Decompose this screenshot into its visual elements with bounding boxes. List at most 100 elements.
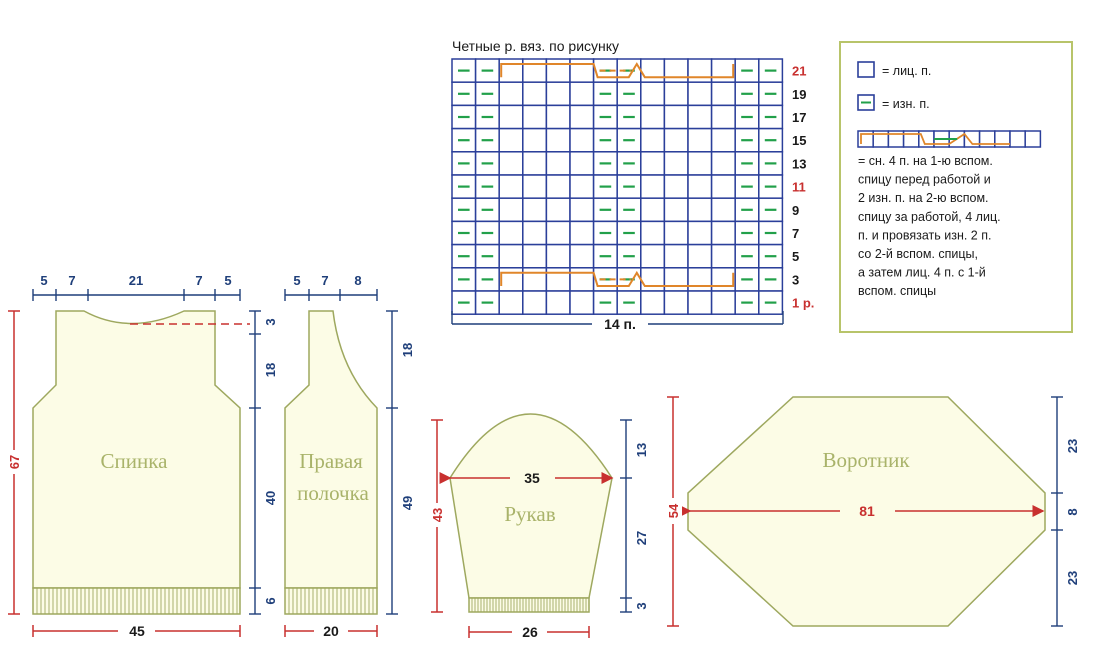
chart-cell (640, 243, 666, 269)
chart-cell (663, 58, 689, 83)
chart-cell (569, 81, 595, 107)
back-dim-right-2: 18 (263, 363, 278, 377)
chart-row-number: 17 (792, 110, 806, 125)
front-label-line1: Правая (299, 449, 363, 473)
sleeve-height-label: 43 (430, 508, 445, 522)
chart-cell (522, 58, 548, 83)
sleeve-width-dimension: 26 (468, 624, 590, 640)
chart-cell (663, 220, 689, 246)
chart-cell (687, 127, 713, 153)
chart-row-number: 5 (792, 249, 799, 264)
chart-cell (522, 290, 548, 315)
chart-cell (710, 243, 736, 269)
chart-cell (710, 267, 736, 292)
front-top-dimensions: 5 7 8 (284, 273, 378, 301)
chart-cell (569, 127, 595, 153)
sleeve-height-dimension: 43 (428, 419, 446, 613)
back-dim-top-5: 5 (224, 273, 231, 288)
legend-cable-description: = сн. 4 п. на 1-ю вспом.спицу перед рабо… (858, 154, 1001, 298)
collar-label: Воротник (822, 448, 910, 472)
chart-cell (498, 243, 524, 269)
chart-cell (545, 104, 571, 130)
front-piece: Правая полочка (284, 310, 378, 615)
chart-cell (498, 58, 524, 83)
collar-piece: 81 Воротник (679, 396, 1046, 627)
chart-row-number: 15 (792, 133, 806, 148)
chart-row-number: 7 (792, 226, 799, 241)
chart-width-label: 14 п. (604, 316, 636, 332)
chart-cell (640, 197, 666, 223)
chart-cell (640, 104, 666, 130)
sleeve-piece: 35 Рукав (439, 413, 614, 613)
chart-cell (569, 104, 595, 130)
cable-cross-mark (500, 62, 735, 79)
back-top-dimensions: 5 7 21 7 5 (32, 273, 241, 301)
chart-cell (522, 220, 548, 246)
chart-cell (687, 243, 713, 269)
back-dim-top-1: 5 (40, 273, 47, 288)
chart-cell (663, 104, 689, 130)
chart-cell (569, 58, 595, 83)
chart-cell (687, 267, 713, 292)
front-label-line2: полочка (297, 481, 369, 505)
chart-cell (498, 197, 524, 223)
chart-cell (687, 197, 713, 223)
legend-text-line: п. и провязать изн. 2 п. (858, 228, 991, 242)
chart-cell (710, 220, 736, 246)
front-dim-height: 49 (400, 496, 415, 510)
chart-cell (569, 243, 595, 269)
chart-cell (545, 220, 571, 246)
cable-cross-mark (500, 270, 735, 287)
chart-cell (710, 81, 736, 107)
chart-cell (640, 290, 666, 315)
legend-purl-label: = изн. п. (882, 97, 930, 111)
front-ribbing (284, 587, 378, 615)
back-dim-right-1: 3 (263, 318, 278, 325)
chart-cell (569, 267, 595, 292)
chart-cell (522, 243, 548, 269)
chart-cell (498, 267, 524, 292)
collar-dim-right-2: 8 (1065, 508, 1080, 515)
legend-text-line: а затем лиц. 4 п. с 1-й (858, 266, 986, 280)
chart-row-number: 3 (792, 272, 799, 287)
chart-cell (710, 151, 736, 176)
chart-cell (710, 290, 736, 315)
chart-cell (710, 127, 736, 153)
sleeve-width-label: 26 (522, 624, 538, 640)
chart-cell (545, 58, 571, 83)
chart-cell (545, 174, 571, 199)
chart-cell (687, 81, 713, 107)
legend-text-line: = сн. 4 п. на 1-ю вспом. (858, 154, 993, 168)
chart-row-number: 19 (792, 87, 806, 102)
front-width-label: 20 (323, 623, 339, 639)
chart-cell (663, 267, 689, 292)
chart-cell (710, 174, 736, 199)
chart-cell (640, 174, 666, 199)
legend: = лиц. п. = изн. п. = сн. 4 п. на 1-ю вс… (839, 41, 1073, 333)
sleeve-dim-right-1: 13 (634, 443, 649, 457)
front-width-dimension: 20 (284, 623, 378, 639)
chart-row-number: 1 р. (792, 296, 814, 311)
chart-cell (498, 290, 524, 315)
stitch-chart-grid (451, 58, 784, 315)
legend-text-line: спицу за работой, 4 лиц. (858, 210, 1001, 224)
chart-cell (522, 104, 548, 130)
chart-cell (545, 290, 571, 315)
chart-cell (545, 267, 571, 292)
chart-cell (569, 290, 595, 315)
chart-cell (663, 127, 689, 153)
chart-row-number: 13 (792, 156, 806, 171)
chart-cell (545, 243, 571, 269)
back-dim-top-3: 21 (129, 273, 143, 288)
chart-cell (663, 151, 689, 176)
chart-cell (663, 81, 689, 107)
collar-right-dimensions: 23 8 23 (1051, 396, 1080, 627)
chart-cell (687, 104, 713, 130)
chart-cell (687, 174, 713, 199)
legend-text-line: 2 изн. п. на 2-ю вспом. (858, 191, 989, 205)
chart-cell (640, 220, 666, 246)
chart-cell (498, 104, 524, 130)
legend-knit-label: = лиц. п. (882, 64, 931, 78)
chart-caption: Четные р. вяз. по рисунку (452, 38, 619, 54)
